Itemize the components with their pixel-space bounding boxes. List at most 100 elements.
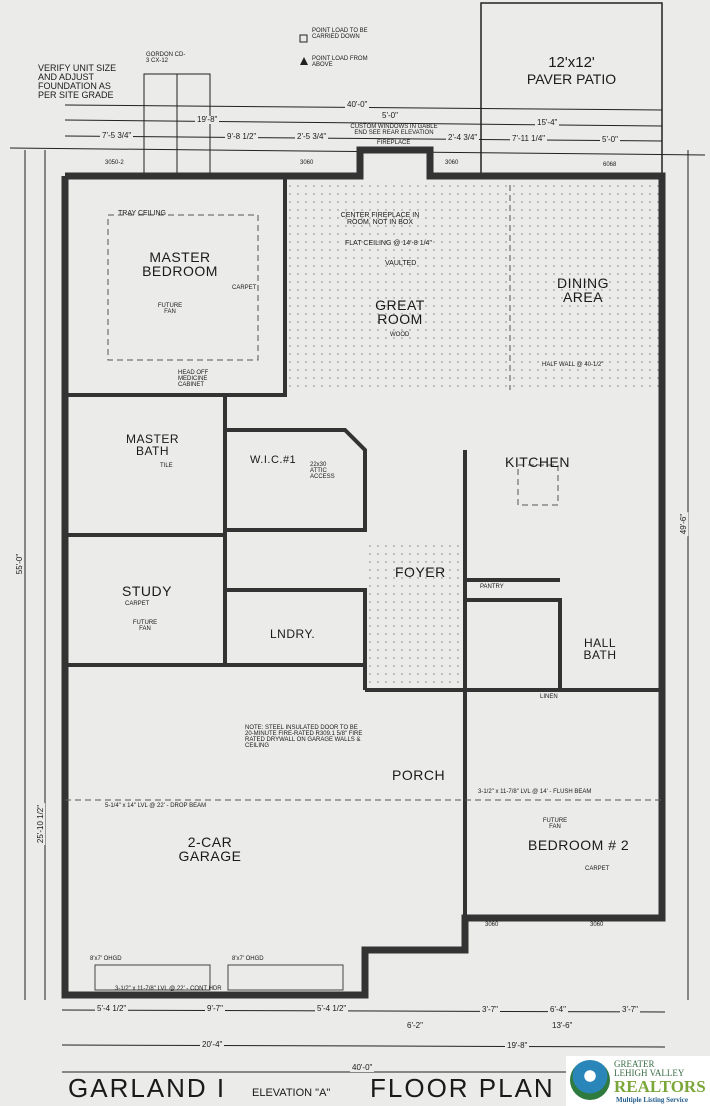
window-label: 3060 (300, 160, 314, 166)
wood-floor-hatch (289, 180, 659, 390)
interior-wall (465, 598, 562, 690)
verify-note: VERIFY UNIT SIZE AND ADJUST FOUNDATION A… (38, 63, 117, 100)
interior-wall (65, 533, 227, 665)
floor-tile: TILE (160, 463, 173, 469)
patio-label: PAVER PATIO (526, 71, 617, 87)
floor-carpet: CARPET (125, 601, 150, 607)
dim-top-total: 40'-0" (345, 100, 370, 109)
room-laundry: LNDRY. (270, 627, 316, 641)
window-label: 3060 (590, 922, 604, 928)
floor-wood: WOOD (390, 332, 410, 338)
dim-seg1: 7'-5 3/4" (100, 131, 134, 140)
center-fireplace-note: CENTER FIREPLACE IN ROOM, NOT IN BOX (340, 212, 420, 226)
room-kitchen: KITCHEN (505, 454, 570, 470)
dim-seg5: 7'-11 1/4" (510, 134, 548, 143)
interior-wall (225, 588, 367, 690)
floor-carpet: CARPET (585, 866, 610, 872)
tray-ceiling-outline (107, 214, 259, 361)
room-master-bedroom: MASTER BEDROOM (142, 249, 218, 279)
linen-label: LINEN (540, 694, 558, 700)
dim-bottom-e: 3'-7" (480, 1005, 500, 1014)
head-off-note: HEAD OFF MEDICINE CABINET (178, 370, 209, 388)
dimension-line (64, 135, 663, 142)
window-label: 3060 (445, 160, 459, 166)
attic-access-note: 22x30 ATTIC ACCESS (310, 462, 335, 480)
dim-seg2: 9'-8 1/2" (225, 132, 259, 141)
plan-title: FLOOR PLAN (370, 1073, 555, 1103)
dimension-line (64, 119, 663, 127)
future-fan-label: FUTURE FAN (542, 818, 568, 830)
glvr-logo: GREATER LEHIGH VALLEY REALTORS Multiple … (566, 1056, 710, 1106)
dim-bottom-h: 3'-7" (620, 1005, 640, 1014)
logo-mark-icon (570, 1060, 610, 1100)
room-garage: 2-CAR GARAGE (178, 834, 242, 864)
garage-door-left: 8'x7' OHGD (90, 956, 122, 962)
dim-bottom-a: 5'-4 1/2" (95, 1004, 129, 1013)
dimension-line (61, 1009, 666, 1013)
floor-carpet: CARPET (232, 285, 257, 291)
plan-name: GARLAND I (68, 1073, 227, 1103)
point-load-above-icon (300, 57, 308, 65)
room-bedroom-2: BEDROOM # 2 (528, 837, 630, 853)
room-study: STUDY (122, 583, 172, 599)
dim-bottom-left: 20'-4" (200, 1040, 225, 1049)
dim-left-total: 55'-0" (15, 551, 25, 577)
window-label: 6068 (603, 162, 617, 168)
room-master-bath: MASTER BATH (125, 432, 179, 458)
flush-beam-note: 3-1/2" x 11-7/8" LVL @ 14' - FLUSH BEAM (478, 789, 592, 795)
plan-elevation: ELEVATION "A" (252, 1087, 331, 1099)
future-fan-label: FUTURE FAN (157, 303, 183, 315)
patio-size: 12'x12' (548, 54, 595, 71)
garage-door-right-outline (227, 964, 344, 991)
tray-ceiling-note: TRAY CEILING (118, 210, 166, 217)
point-load-down-icon (299, 34, 308, 43)
logo-line1: GREATER (614, 1059, 655, 1069)
fireplace-note: FIREPLACE (377, 140, 411, 146)
room-great-room: GREAT ROOM (375, 297, 425, 327)
point-load-above-note: POINT LOAD FROM ABOVE (312, 56, 368, 68)
drop-beam-note: 5-1/4" x 14" LVL @ 22' - DROP BEAM (105, 803, 207, 809)
dim-bottom-total: 40'-0" (350, 1063, 375, 1072)
logo-line4: Multiple Listing Service (616, 1096, 688, 1104)
garage-door-left-outline (94, 964, 211, 991)
patio-outline (480, 2, 663, 176)
flat-ceiling-note: FLAT CEILING @ 14'-8 1/4" (345, 240, 432, 247)
room-hall-bath: HALL BATH (583, 636, 617, 662)
kitchen-island-outline (517, 464, 559, 506)
gordon-note: GORDON CD-3 CX-12 (146, 52, 186, 64)
dim-bottom-right: 19'-8" (505, 1041, 530, 1050)
garage-door-right: 8'x7' OHGD (232, 956, 264, 962)
interior-wall (225, 428, 367, 532)
dim-top-right: 15'-4" (535, 118, 560, 127)
room-dining-area: DINING AREA (557, 275, 609, 305)
logo-line3: REALTORS (614, 1077, 706, 1096)
wood-floor-hatch (369, 540, 463, 688)
dim-bottom-b: 9'-7" (205, 1004, 225, 1013)
dim-seg4: 2'-4 3/4" (446, 133, 480, 142)
vaulted-note: VAULTED (385, 260, 417, 267)
window-label: 3060 (485, 922, 499, 928)
dim-top-mid: 5'-0" (380, 111, 400, 120)
dim-bottom-c: 5'-4 1/2" (315, 1004, 349, 1013)
custom-windows-note: CUSTOM WINDOWS IN GABLE END SEE REAR ELE… (350, 124, 438, 136)
dim-bottom-g: 13'-6" (550, 1021, 575, 1030)
dim-top-left: 19'-8" (195, 115, 220, 124)
future-fan-label: FUTURE FAN (132, 620, 158, 632)
room-foyer: FOYER (395, 564, 446, 580)
dim-garage-depth: 25'-10 1/2" (36, 802, 46, 846)
logo-line2: LEHIGH VALLEY (614, 1068, 685, 1078)
room-porch: PORCH (392, 767, 446, 783)
window-label: 3050-2 (105, 160, 124, 166)
garage-note: NOTE: STEEL INSULATED DOOR TO BE 20-MINU… (245, 725, 363, 749)
cont-hdr-note: 3-1/2" x 11-7/8" LVL @ 22' - CONT HDR (115, 986, 222, 992)
point-load-down-note: POINT LOAD TO BE CARRIED DOWN (312, 28, 368, 40)
dimension-line (61, 1044, 666, 1048)
dim-seg6: 5'-0" (600, 135, 620, 144)
dim-right-total: 49'-6" (679, 511, 689, 537)
room-wic: W.I.C.#1 (250, 454, 297, 466)
interior-wall (65, 176, 287, 397)
half-wall-note: HALF WALL @ 40-1/2" (542, 362, 604, 368)
dim-bottom-f: 6'-4" (548, 1005, 568, 1014)
